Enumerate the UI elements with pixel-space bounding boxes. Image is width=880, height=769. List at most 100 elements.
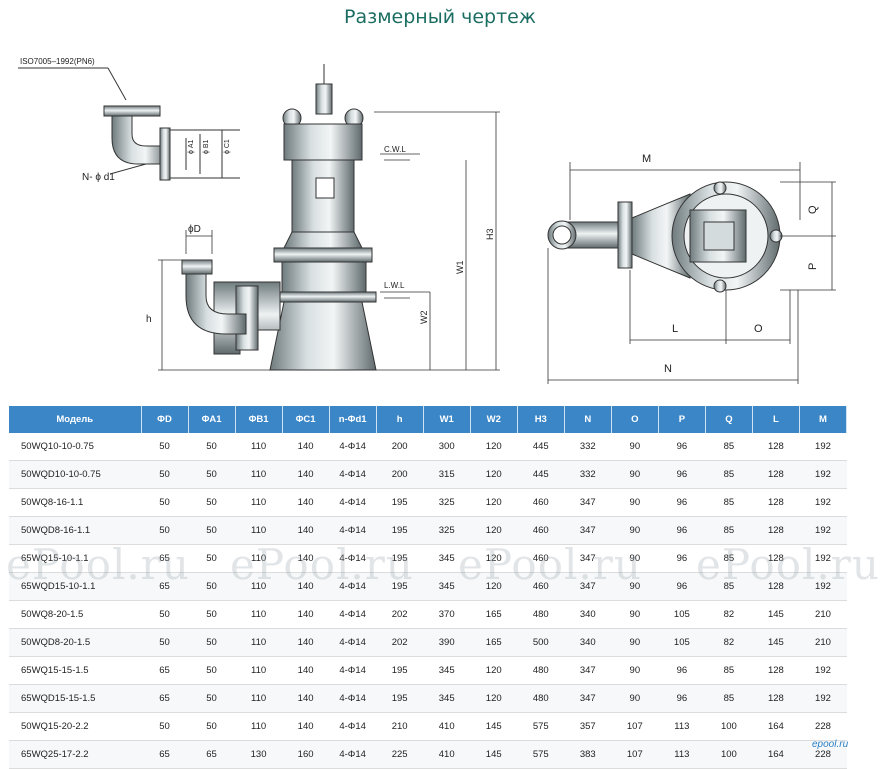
m-label: M	[642, 153, 651, 165]
value-cell: 85	[705, 684, 753, 713]
value-cell: 340	[564, 628, 612, 657]
pump-top-view	[547, 181, 783, 293]
lwl-label: L.W.L	[384, 281, 405, 290]
value-cell: 383	[564, 740, 612, 769]
o-label: O	[754, 323, 763, 335]
d-label: ϕD	[188, 224, 201, 235]
value-cell: 332	[564, 433, 612, 461]
value-cell: 145	[470, 740, 518, 769]
spec-table: Модель ΦD ΦA1 ΦB1 ΦC1 n-Φd1 h W1 W2 H3 N…	[9, 406, 848, 769]
value-cell: 4-Φ14	[329, 684, 377, 713]
model-cell: 65WQ25-17-2.2	[9, 740, 141, 769]
model-cell: 65WQD15-10-1.1	[9, 572, 141, 601]
value-cell: 370	[423, 600, 471, 629]
value-cell: 65	[141, 656, 189, 685]
value-cell: 120	[470, 544, 518, 573]
value-cell: 128	[752, 488, 800, 517]
page-title: Размерный чертеж	[344, 6, 536, 28]
value-cell: 225	[376, 740, 424, 769]
value-cell: 4-Φ14	[329, 600, 377, 629]
model-cell: 65WQD15-15-1.5	[9, 684, 141, 713]
value-cell: 460	[517, 572, 565, 601]
value-cell: 4-Φ14	[329, 656, 377, 685]
value-cell: 200	[376, 460, 424, 489]
value-cell: 50	[188, 628, 236, 657]
value-cell: 100	[705, 740, 753, 769]
value-cell: 85	[705, 544, 753, 573]
c1-label: ϕ C1	[224, 139, 231, 154]
value-cell: 110	[235, 684, 283, 713]
value-cell: 50	[188, 572, 236, 601]
l-label: L	[672, 323, 678, 335]
value-cell: 202	[376, 600, 424, 629]
value-cell: 165	[470, 600, 518, 629]
value-cell: 50	[188, 516, 236, 545]
value-cell: 90	[611, 600, 659, 629]
value-cell: 347	[564, 516, 612, 545]
value-cell: 160	[282, 740, 330, 769]
h-label: h	[146, 314, 152, 325]
value-cell: 65	[188, 740, 236, 769]
value-cell: 128	[752, 516, 800, 545]
value-cell: 96	[658, 684, 706, 713]
value-cell: 195	[376, 516, 424, 545]
value-cell: 4-Φ14	[329, 516, 377, 545]
value-cell: 65	[141, 572, 189, 601]
value-cell: 140	[282, 460, 330, 489]
value-cell: 480	[517, 656, 565, 685]
value-cell: 120	[470, 656, 518, 685]
value-cell: 50	[141, 712, 189, 741]
value-cell: 347	[564, 488, 612, 517]
pump-side-view	[181, 64, 377, 371]
value-cell: 480	[517, 600, 565, 629]
value-cell: 140	[282, 712, 330, 741]
col-header: M	[799, 406, 848, 433]
value-cell: 390	[423, 628, 471, 657]
value-cell: 164	[752, 740, 800, 769]
value-cell: 192	[799, 544, 847, 573]
value-cell: 4-Φ14	[329, 572, 377, 601]
value-cell: 192	[799, 516, 847, 545]
value-cell: 50	[188, 433, 236, 461]
value-cell: 82	[705, 628, 753, 657]
value-cell: 96	[658, 433, 706, 461]
value-cell: 50	[141, 433, 189, 461]
model-cell: 50WQ8-16-1.1	[9, 488, 141, 517]
value-cell: 85	[705, 488, 753, 517]
value-cell: 105	[658, 600, 706, 629]
value-cell: 90	[611, 656, 659, 685]
value-cell: 50	[188, 656, 236, 685]
value-cell: 113	[658, 740, 706, 769]
flange-standard-label: ISO7005–1992(PN6)	[20, 57, 95, 66]
value-cell: 128	[752, 572, 800, 601]
value-cell: 4-Φ14	[329, 433, 377, 461]
value-cell: 4-Φ14	[329, 544, 377, 573]
value-cell: 4-Φ14	[329, 460, 377, 489]
col-header: ΦC1	[282, 406, 330, 433]
value-cell: 575	[517, 712, 565, 741]
col-header: h	[376, 406, 424, 433]
value-cell: 192	[799, 684, 847, 713]
value-cell: 145	[752, 600, 800, 629]
model-cell: 50WQD8-20-1.5	[9, 628, 141, 657]
value-cell: 90	[611, 516, 659, 545]
value-cell: 192	[799, 656, 847, 685]
value-cell: 195	[376, 656, 424, 685]
value-cell: 120	[470, 488, 518, 517]
value-cell: 325	[423, 488, 471, 517]
value-cell: 96	[658, 572, 706, 601]
n-label: N	[664, 363, 672, 375]
h3-label: H3	[485, 228, 495, 240]
value-cell: 460	[517, 544, 565, 573]
value-cell: 195	[376, 684, 424, 713]
value-cell: 100	[705, 712, 753, 741]
value-cell: 50	[188, 460, 236, 489]
value-cell: 4-Φ14	[329, 488, 377, 517]
value-cell: 575	[517, 740, 565, 769]
value-cell: 140	[282, 516, 330, 545]
value-cell: 445	[517, 433, 565, 461]
